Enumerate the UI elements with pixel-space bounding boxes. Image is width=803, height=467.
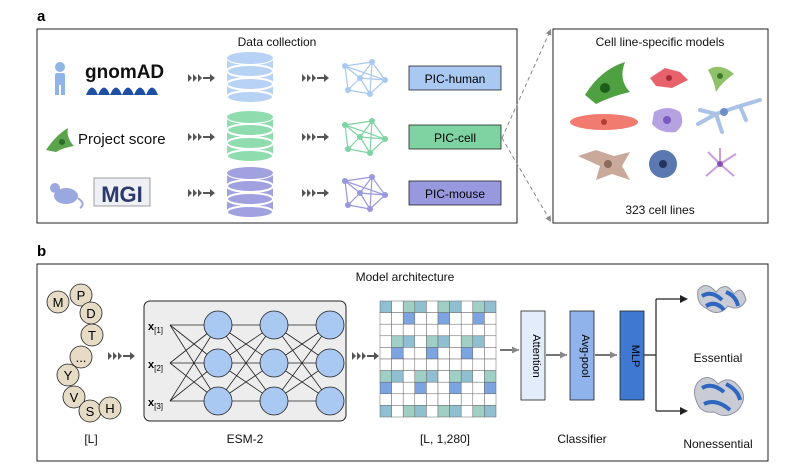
svg-text:...: ...	[76, 350, 87, 365]
mouse-icon	[50, 183, 84, 209]
pic-box-1	[408, 65, 502, 91]
esm2-node-1-1	[203, 310, 233, 340]
output-nonessential: Nonessential	[683, 437, 752, 451]
pic-box-3	[408, 180, 502, 206]
cell-image-3	[708, 66, 734, 92]
esm2-input-3: x[3]	[148, 397, 163, 411]
gnomad-logo-waves	[86, 87, 158, 95]
classifier-attention-label: Attention	[530, 334, 542, 377]
source-label-gnomad: gnomAD	[85, 62, 164, 83]
cell-models-box	[552, 28, 769, 224]
arrow-esm-to-embedding	[352, 352, 379, 360]
svg-text:Y: Y	[64, 368, 73, 383]
esm2-node-1-3	[203, 386, 233, 416]
esm2-node-2-1	[259, 310, 289, 340]
network-graph-icon-2	[342, 118, 388, 156]
esm2-node-2-3	[259, 386, 289, 416]
database-icon-2	[226, 110, 274, 163]
sequence-length-caption: [L]	[84, 432, 97, 446]
esm2-node-3-2	[315, 348, 345, 378]
arrow-source-to-db-2	[188, 133, 215, 141]
source-row-human: gnomAD	[55, 62, 164, 95]
pic-label-3: PIC-mouse	[425, 187, 485, 201]
panel-b-letter: b	[37, 243, 46, 260]
output-essential: Essential	[694, 351, 743, 365]
panel-a-letter: a	[37, 8, 46, 25]
classifier-caption: Classifier	[557, 432, 606, 446]
amino-acid-8: S	[78, 399, 102, 423]
arrow-db-to-graph-1	[302, 74, 329, 82]
pic-box-2	[408, 124, 502, 150]
model-architecture-title: Model architecture	[356, 270, 455, 284]
cell-models-grid	[570, 62, 762, 180]
amino-acid-4: T	[80, 323, 104, 347]
esm2-node-1-2	[203, 348, 233, 378]
cell-models-caption: 323 cell lines	[625, 203, 694, 217]
cell-image-6	[696, 98, 762, 134]
arrow-source-to-db-1	[188, 74, 215, 82]
amino-acid-5: ...	[69, 345, 93, 369]
classifier-mlp-label: MLP	[629, 345, 641, 368]
source-label-mgi: MGI	[101, 182, 143, 207]
svg-text:V: V	[70, 390, 79, 405]
classifier-attention	[520, 310, 546, 401]
arrow-seq-to-esm	[108, 352, 135, 360]
database-icon-1	[226, 51, 274, 104]
connector-dashed-top	[501, 28, 552, 139]
esm2-node-2-2	[259, 348, 289, 378]
esm2-caption: ESM-2	[227, 432, 264, 446]
classifier-avgpool	[569, 310, 595, 401]
svg-text:H: H	[105, 401, 114, 416]
cell-models-title: Cell line-specific models	[596, 35, 725, 49]
svg-text:M: M	[53, 295, 64, 310]
svg-text:T: T	[88, 328, 96, 343]
connector-dashed-bottom	[501, 137, 552, 223]
embedding-caption: [L, 1,280]	[420, 432, 470, 446]
esm2-input-2: x[2]	[148, 359, 163, 373]
network-graph-icon-3	[342, 174, 388, 212]
arrow-db-to-graph-2	[302, 133, 329, 141]
esm2-network	[169, 310, 345, 416]
esm2-node-3-1	[315, 310, 345, 340]
arrow-seq-chevrons	[108, 352, 135, 360]
esm2-input-1: x[1]	[148, 321, 163, 335]
cell-image-1	[585, 62, 630, 104]
pic-label-2: PIC-cell	[434, 131, 476, 145]
classifier: Attention Avg-pool MLP	[500, 295, 688, 415]
amino-acid-1: M	[46, 290, 70, 314]
cell-image-7	[578, 150, 630, 180]
database-icon-3	[226, 166, 274, 219]
cell-image-9	[705, 148, 737, 177]
arrow-source-to-db-3	[188, 189, 215, 197]
pic-label-1: PIC-human	[425, 72, 486, 86]
embedding-matrix	[379, 300, 497, 418]
amino-acid-3: D	[79, 301, 103, 325]
svg-text:D: D	[86, 306, 95, 321]
svg-text:S: S	[86, 404, 95, 419]
arrow-esm-chevrons	[352, 352, 379, 360]
protein-structure-essential	[697, 285, 747, 313]
model-architecture-box	[36, 263, 769, 462]
network-graph-icon-1	[342, 59, 388, 97]
data-collection-title: Data collection	[238, 35, 317, 49]
arrow-db-to-graph-3	[302, 189, 329, 197]
esm2-node-3-3	[315, 386, 345, 416]
amino-acid-9: H	[98, 396, 122, 420]
amino-acid-2: P	[69, 283, 93, 307]
mgi-logo-box	[93, 177, 151, 207]
svg-text:P: P	[77, 288, 86, 303]
human-icon	[55, 62, 65, 95]
amino-acid-6: Y	[56, 363, 80, 387]
protein-structure-nonessential	[693, 377, 744, 416]
source-label-project-score: Project score	[78, 131, 166, 148]
classifier-avgpool-label: Avg-pool	[579, 334, 591, 377]
amino-acid-7: V	[62, 385, 86, 409]
classifier-mlp	[619, 310, 645, 401]
source-row-mouse: MGI	[50, 177, 151, 209]
source-row-cell: Project score	[46, 128, 166, 152]
data-collection-box	[36, 28, 518, 224]
